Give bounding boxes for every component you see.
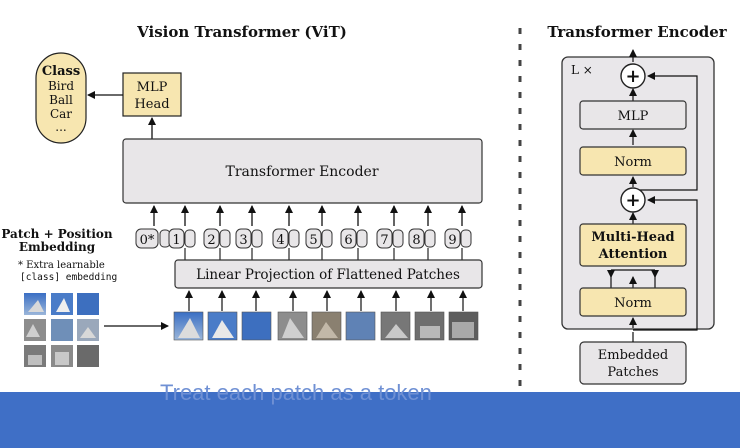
transformer-encoder-box xyxy=(122,138,483,204)
encoder-detail-title: Transformer Encoder xyxy=(547,23,727,41)
token-row: 0* 1 2 3 4 5 6 7 8 9 xyxy=(135,228,472,249)
token-9-label: 9 xyxy=(448,233,456,248)
token-1 xyxy=(168,228,185,249)
patch-to-projection-arrows xyxy=(185,290,467,311)
token-1-label: 1 xyxy=(172,233,180,248)
embedded-patches-label-1: Embedded xyxy=(598,348,669,363)
residual-add-upper-symbol: + xyxy=(625,66,640,87)
mlp-head-box xyxy=(122,72,182,117)
class-item-car: Car xyxy=(50,107,72,121)
norm-bottom-label: Norm xyxy=(614,296,652,311)
token-3 xyxy=(235,228,252,249)
extra-note-2: [class] embedding xyxy=(20,272,117,283)
multi-head-attention-box xyxy=(579,223,687,267)
token-2-label: 2 xyxy=(207,233,215,248)
norm-top-label: Norm xyxy=(614,155,652,170)
encoder-flow xyxy=(607,49,698,342)
token-5 xyxy=(305,228,322,249)
token-6-label: 6 xyxy=(344,233,352,248)
token-8-label: 8 xyxy=(412,233,420,248)
flattened-patch-sequence xyxy=(173,311,479,341)
norm-bottom-box xyxy=(579,287,687,317)
embedded-patches-label-2: Patches xyxy=(607,365,658,380)
attention-label-1: Multi-Head xyxy=(591,230,674,245)
caption-text: Treat each patch as a token xyxy=(160,380,432,405)
mlp-label: MLP xyxy=(618,109,649,124)
class-item-bird: Bird xyxy=(48,79,74,93)
token-9 xyxy=(444,228,461,249)
mlp-head-label-2: Head xyxy=(134,97,169,112)
token-0 xyxy=(135,228,159,249)
residual-add-upper xyxy=(620,63,646,89)
input-image-patches xyxy=(24,293,99,367)
attention-label-2: Attention xyxy=(598,247,668,262)
class-title: Class xyxy=(42,64,80,79)
token-8 xyxy=(408,228,425,249)
repeat-label: L × xyxy=(571,63,593,77)
token-4-label: 4 xyxy=(276,233,284,248)
token-6 xyxy=(340,228,357,249)
token-0-label: 0* xyxy=(140,233,155,248)
residual-add-lower xyxy=(620,187,646,213)
embedding-label-2: Embedding xyxy=(19,240,96,254)
norm-top-box xyxy=(579,146,687,176)
class-item-more: ... xyxy=(55,120,66,134)
token-to-encoder-arrows xyxy=(150,205,466,226)
extra-note-1: * Extra learnable xyxy=(18,260,105,271)
class-output-box xyxy=(35,52,87,144)
token-7-label: 7 xyxy=(380,233,388,248)
class-item-ball: Ball xyxy=(49,93,73,107)
embedding-label-1: Patch + Position xyxy=(1,227,113,241)
caption-bar xyxy=(0,392,740,448)
token-7 xyxy=(376,228,393,249)
token-3-label: 3 xyxy=(239,233,247,248)
linear-projection-label: Linear Projection of Flattened Patches xyxy=(196,267,460,283)
residual-add-lower-symbol: + xyxy=(625,190,640,211)
token-5-label: 5 xyxy=(309,233,317,248)
projection-connectors xyxy=(184,248,463,260)
vit-title: Vision Transformer (ViT) xyxy=(136,23,347,41)
token-2 xyxy=(203,228,220,249)
transformer-encoder-label: Transformer Encoder xyxy=(225,164,378,180)
linear-projection-box xyxy=(174,259,483,289)
mlp-head-label-1: MLP xyxy=(137,80,168,95)
mlp-box xyxy=(579,100,687,130)
token-4 xyxy=(272,228,289,249)
